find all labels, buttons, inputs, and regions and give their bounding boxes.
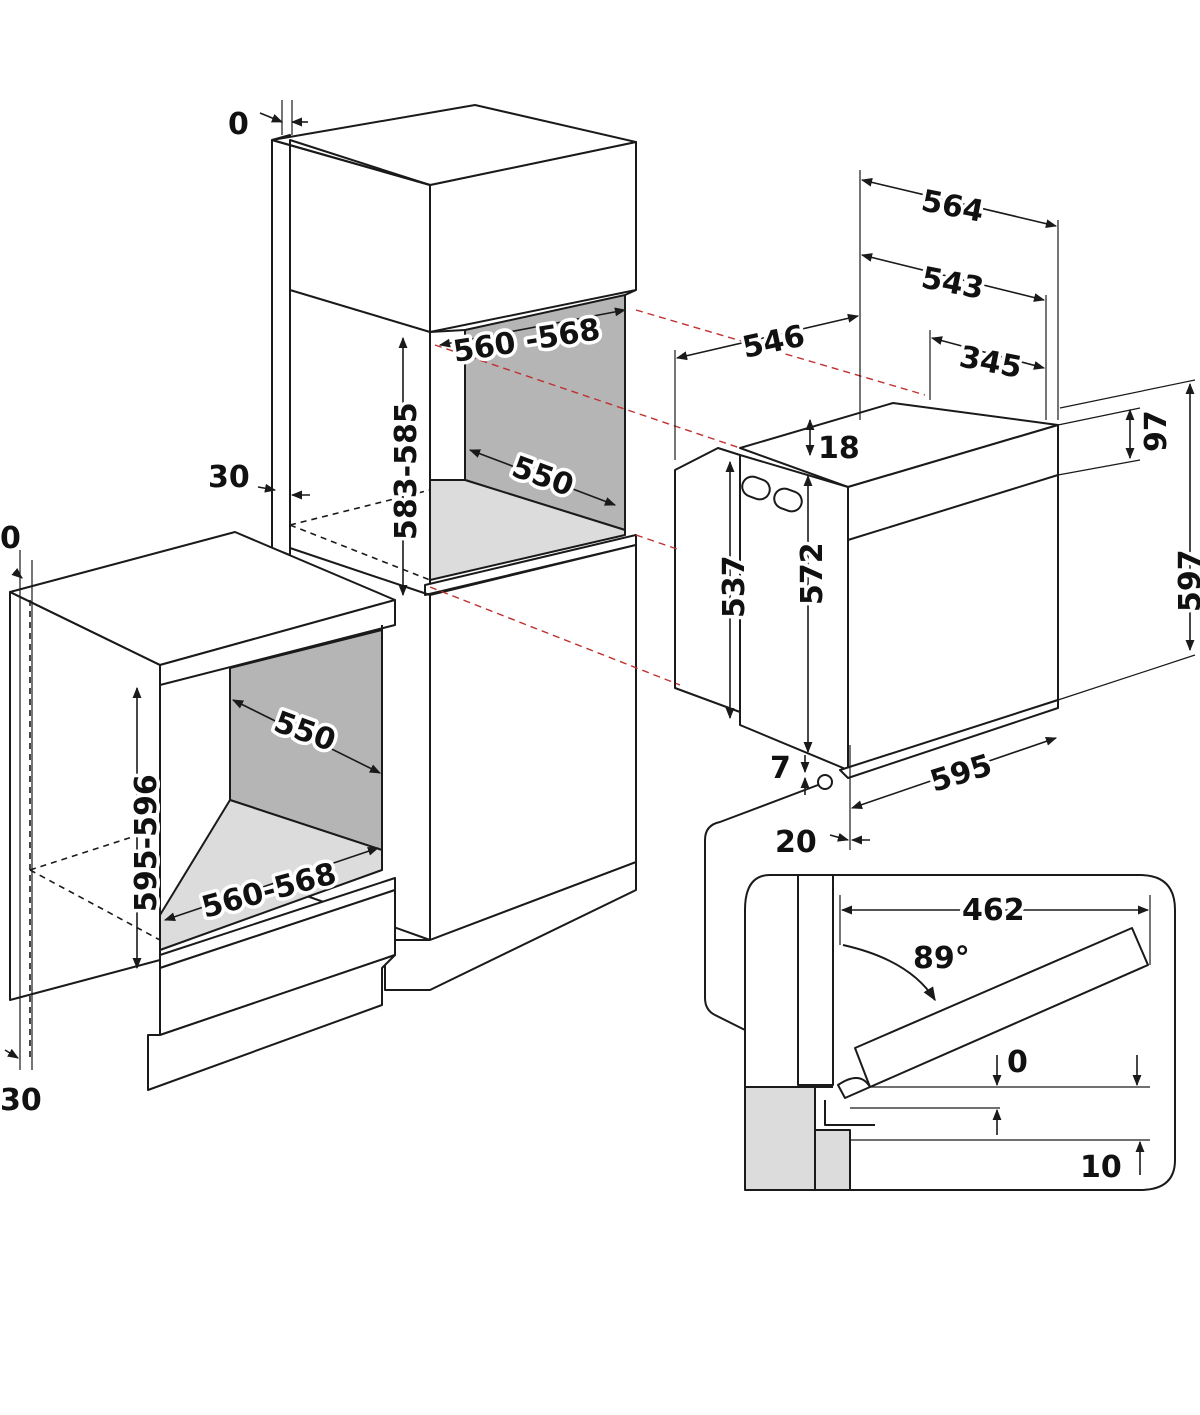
label-oven-height-572: 572 bbox=[795, 542, 830, 605]
label-tall-niche-height: 583-585 bbox=[389, 402, 424, 540]
label-oven-depth-345: 345 bbox=[956, 339, 1024, 385]
label-oven-height-97: 97 bbox=[1139, 410, 1174, 452]
label-oven-depth-543: 543 bbox=[918, 260, 986, 306]
label-oven-height-597: 597 bbox=[1173, 549, 1200, 612]
label-base-top-gap: 0 bbox=[0, 521, 21, 556]
label-door-gap-10: 10 bbox=[1080, 1150, 1122, 1185]
label-door-depth-462: 462 bbox=[962, 893, 1025, 928]
label-oven-front-20: 20 bbox=[775, 825, 817, 860]
base-cabinet bbox=[9, 531, 396, 1091]
label-tall-top-gap: 0 bbox=[228, 107, 249, 142]
label-tall-side-gap: 30 bbox=[208, 460, 250, 495]
label-base-niche-height: 595-596 bbox=[129, 774, 164, 912]
label-base-side-gap: 30 bbox=[0, 1083, 42, 1118]
label-oven-bottom-7: 7 bbox=[770, 751, 791, 786]
label-oven-depth-546: 546 bbox=[739, 319, 808, 366]
label-door-gap-0: 0 bbox=[1007, 1045, 1028, 1080]
label-oven-height-537: 537 bbox=[717, 555, 752, 618]
label-oven-width-595: 595 bbox=[926, 748, 996, 800]
dimension-lines bbox=[4, 100, 1196, 1175]
label-oven-top-18: 18 bbox=[818, 431, 860, 466]
door-detail bbox=[704, 784, 1176, 1191]
label-door-angle: 89° bbox=[913, 941, 970, 976]
label-oven-depth-564: 564 bbox=[918, 183, 986, 229]
